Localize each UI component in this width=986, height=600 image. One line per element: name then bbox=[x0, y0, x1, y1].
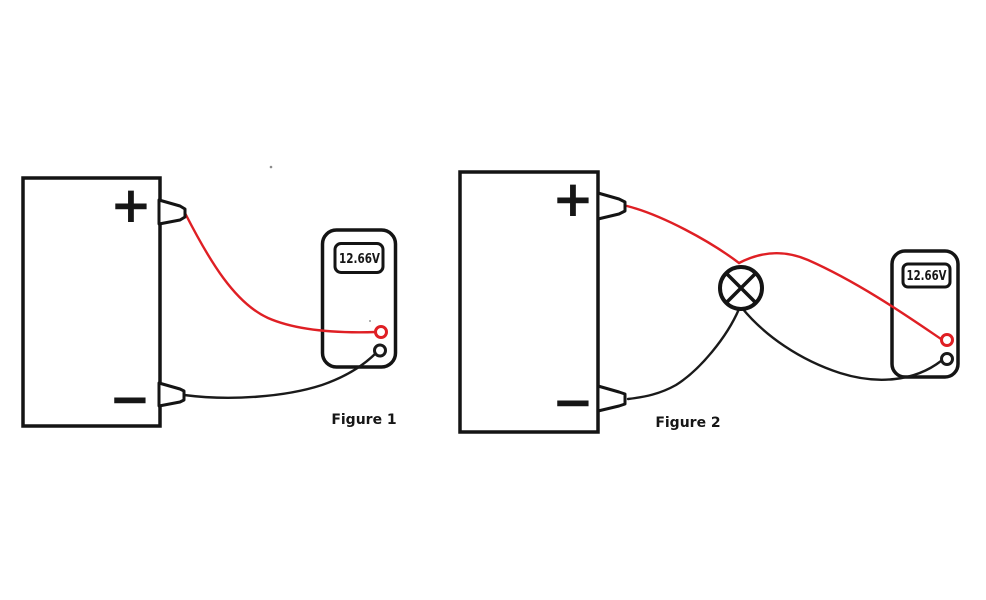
negative-test-lead-wire bbox=[182, 351, 378, 399]
figure-2-circuit: + − 12.66V Figu bbox=[458, 170, 960, 434]
lamp-cross-line bbox=[726, 273, 756, 303]
red-probe-port-icon bbox=[374, 325, 388, 339]
battery-terminal-lug-icon bbox=[596, 384, 627, 413]
positive-wire-lamp-to-meter bbox=[737, 251, 943, 341]
battery-positive-label: + bbox=[110, 176, 152, 234]
figure-caption: Figure 1 bbox=[331, 412, 396, 428]
red-probe-port-icon bbox=[940, 333, 954, 347]
battery-negative-label: − bbox=[109, 370, 151, 428]
multimeter-display bbox=[333, 242, 385, 274]
scan-speck bbox=[369, 320, 371, 322]
negative-wire-lamp-to-meter bbox=[740, 306, 943, 381]
scan-speck bbox=[269, 165, 273, 169]
battery-terminal-lug-icon bbox=[596, 191, 627, 221]
figure-1-circuit: + − 12.66V Figure 1 bbox=[21, 176, 398, 428]
battery-body bbox=[21, 176, 162, 428]
battery-body bbox=[458, 170, 600, 434]
negative-wire-lamp-to-battery bbox=[626, 307, 741, 401]
battery-positive-label: + bbox=[552, 170, 594, 228]
multimeter-reading: 12.66V bbox=[339, 251, 380, 267]
positive-wire-battery-to-lamp bbox=[625, 204, 741, 265]
multimeter-display bbox=[901, 262, 952, 289]
battery-terminal-lug-icon bbox=[157, 198, 187, 226]
multimeter-reading: 12.66V bbox=[907, 268, 947, 284]
positive-test-lead-wire bbox=[183, 211, 378, 334]
battery-negative-label: − bbox=[552, 373, 594, 431]
black-probe-port-icon bbox=[940, 352, 954, 366]
figure-caption: Figure 2 bbox=[655, 415, 720, 431]
battery-terminal-lug-icon bbox=[157, 381, 186, 408]
black-probe-port-icon bbox=[373, 343, 387, 358]
lamp-circle-cross-icon bbox=[718, 265, 764, 311]
